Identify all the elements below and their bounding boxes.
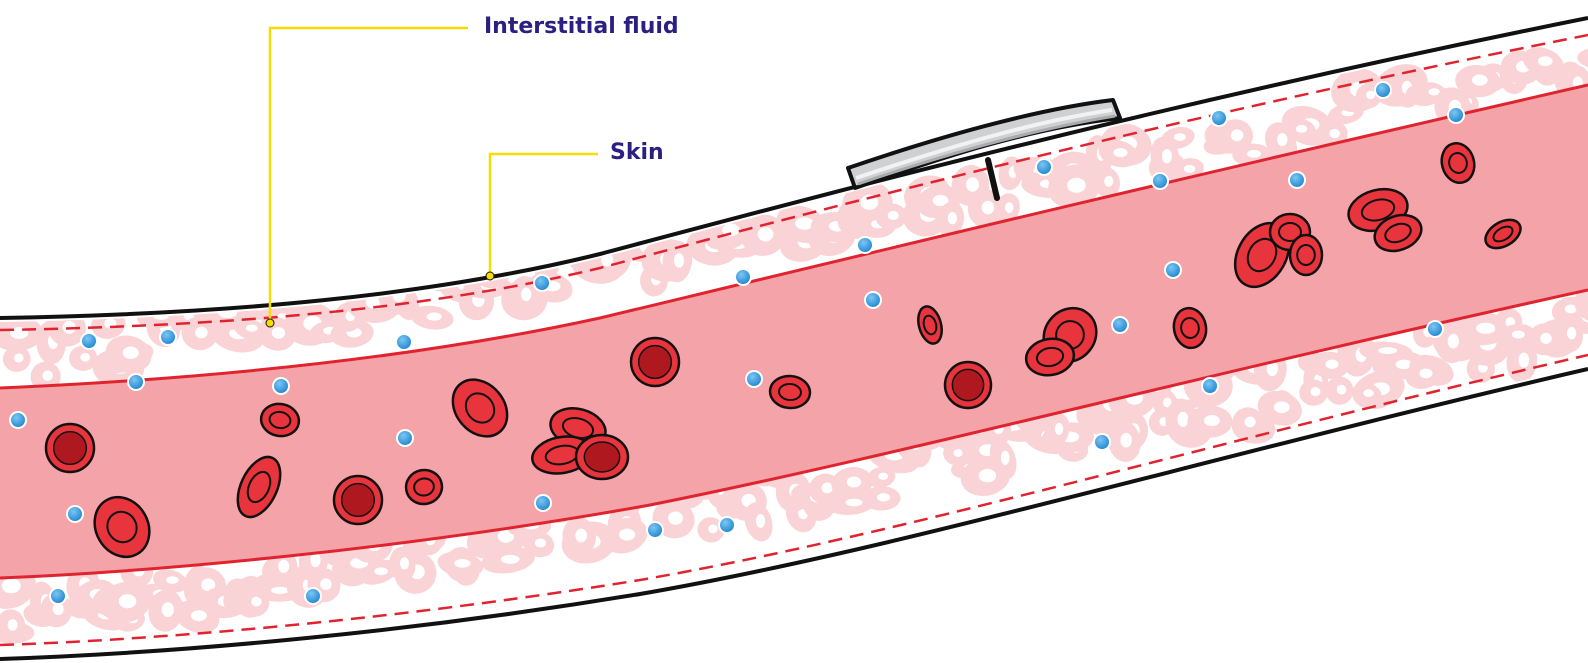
glucose-molecule-icon bbox=[647, 522, 663, 538]
glucose-molecule-icon bbox=[1448, 107, 1464, 123]
glucose-molecule-icon bbox=[1427, 321, 1443, 337]
glucose-molecule-icon bbox=[1211, 110, 1227, 126]
red-blood-cell-icon bbox=[1290, 235, 1322, 275]
glucose-molecule-icon bbox=[128, 374, 144, 390]
glucose-molecule-icon bbox=[67, 506, 83, 522]
glucose-molecule-icon bbox=[1152, 173, 1168, 189]
red-blood-cell-icon bbox=[576, 435, 628, 479]
skin-label: Skin bbox=[610, 142, 664, 164]
glucose-molecule-icon bbox=[397, 430, 413, 446]
glucose-molecule-icon bbox=[81, 333, 97, 349]
glucose-molecule-icon bbox=[1112, 317, 1128, 333]
red-blood-cell-icon bbox=[46, 424, 94, 472]
glucose-molecule-icon bbox=[305, 588, 321, 604]
glucose-molecule-icon bbox=[396, 334, 412, 350]
glucose-molecule-icon bbox=[719, 517, 735, 533]
glucose-molecule-icon bbox=[160, 329, 176, 345]
callout-leader-interstitial-fluid bbox=[266, 28, 468, 327]
callout-leader-skin bbox=[486, 154, 598, 280]
glucose-molecule-icon bbox=[1165, 262, 1181, 278]
interstitial-fluid-label: Interstitial fluid bbox=[484, 16, 679, 38]
glucose-molecule-icon bbox=[1375, 82, 1391, 98]
glucose-molecule-icon bbox=[535, 495, 551, 511]
red-blood-cell-icon bbox=[334, 476, 382, 524]
glucose-molecule-icon bbox=[50, 588, 66, 604]
glucose-molecule-icon bbox=[735, 269, 751, 285]
glucose-molecule-icon bbox=[1036, 159, 1052, 175]
glucose-molecule-icon bbox=[865, 292, 881, 308]
glucose-molecule-icon bbox=[10, 412, 26, 428]
glucose-molecule-icon bbox=[1289, 172, 1305, 188]
glucose-molecule-icon bbox=[746, 371, 762, 387]
glucose-molecule-icon bbox=[534, 275, 550, 291]
glucose-molecule-icon bbox=[1202, 378, 1218, 394]
glucose-molecule-icon bbox=[857, 237, 873, 253]
glucose-molecule-icon bbox=[273, 378, 289, 394]
red-blood-cell-icon bbox=[945, 362, 991, 408]
glucose-molecule-icon bbox=[1094, 434, 1110, 450]
red-blood-cell-icon bbox=[631, 338, 679, 386]
